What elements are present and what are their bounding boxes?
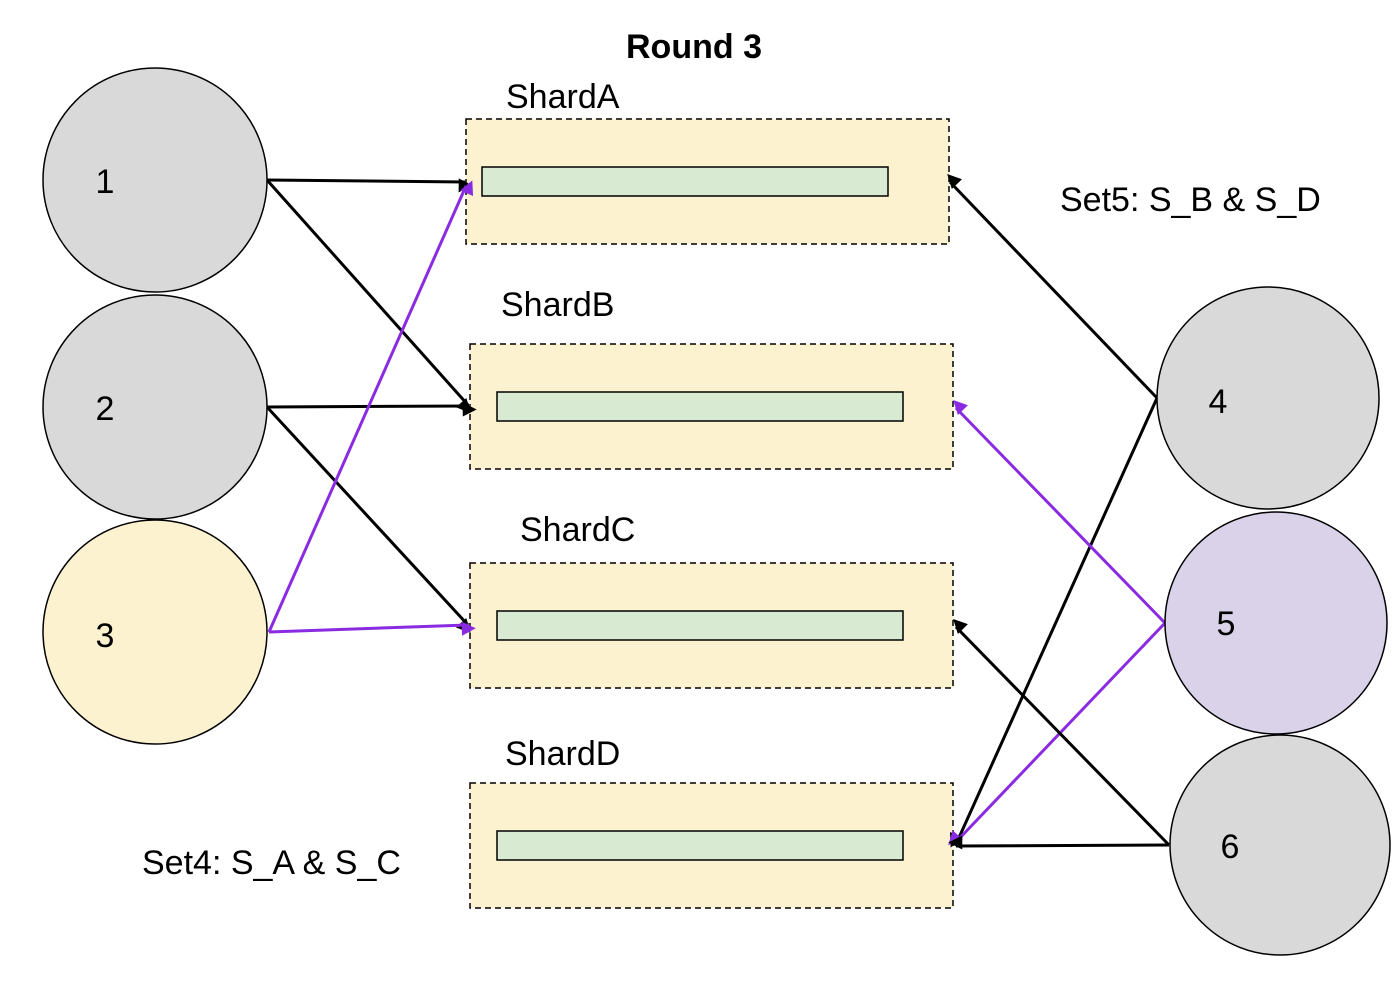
- shard-b-bar: [496, 391, 904, 422]
- edge-2-shard-c: [265, 405, 471, 634]
- node-1-circle: [42, 67, 268, 293]
- node-5-label: 5: [1217, 605, 1236, 643]
- edge-4-shard-a: [947, 174, 1159, 400]
- edge-6-shard-c: [953, 619, 1171, 847]
- shard-d: ShardD: [469, 735, 954, 909]
- edge-3-shard-a: [267, 180, 474, 633]
- shard-a-label: ShardA: [506, 78, 620, 116]
- node-2-circle: [42, 294, 268, 520]
- node-5-circle: [1164, 511, 1388, 735]
- node-3: 3: [42, 519, 268, 745]
- node-1: 1: [42, 67, 268, 293]
- shard-c-bar: [496, 610, 904, 641]
- node-6-label: 6: [1221, 828, 1240, 866]
- set5-label: Set5: S_B & S_D: [1060, 181, 1321, 219]
- node-6-circle: [1169, 734, 1391, 956]
- diagram-title: Round 3: [626, 28, 762, 66]
- edge-1-shard-a: [266, 178, 473, 193]
- shard-c-label: ShardC: [520, 511, 635, 549]
- edge-3-shard-c: [268, 621, 476, 636]
- node-1-label: 1: [96, 163, 115, 201]
- node-4-circle: [1156, 286, 1380, 510]
- edge-4-shard-d: [950, 397, 1159, 848]
- edge-1-shard-b: [265, 179, 471, 414]
- node-6: 6: [1169, 734, 1391, 956]
- shard-d-label: ShardD: [505, 735, 620, 773]
- node-2-label: 2: [96, 390, 115, 428]
- node-4-label: 4: [1209, 383, 1228, 421]
- node-3-label: 3: [96, 617, 115, 655]
- node-4: 4: [1156, 286, 1380, 510]
- edge-5-shard-b: [953, 400, 1167, 625]
- shard-c: ShardC: [469, 511, 954, 689]
- set4-label: Set4: S_A & S_C: [142, 844, 401, 882]
- edge-6-shard-d: [948, 835, 1170, 850]
- shard-a-bar: [481, 166, 889, 197]
- shard-b-label: ShardB: [501, 286, 614, 324]
- node-2: 2: [42, 294, 268, 520]
- edges: [265, 174, 1171, 850]
- shard-b: ShardB: [469, 286, 954, 470]
- shard-d-bar: [496, 830, 904, 861]
- node-3-circle: [42, 519, 268, 745]
- node-5: 5: [1164, 511, 1388, 735]
- shard-a: ShardA: [465, 78, 950, 245]
